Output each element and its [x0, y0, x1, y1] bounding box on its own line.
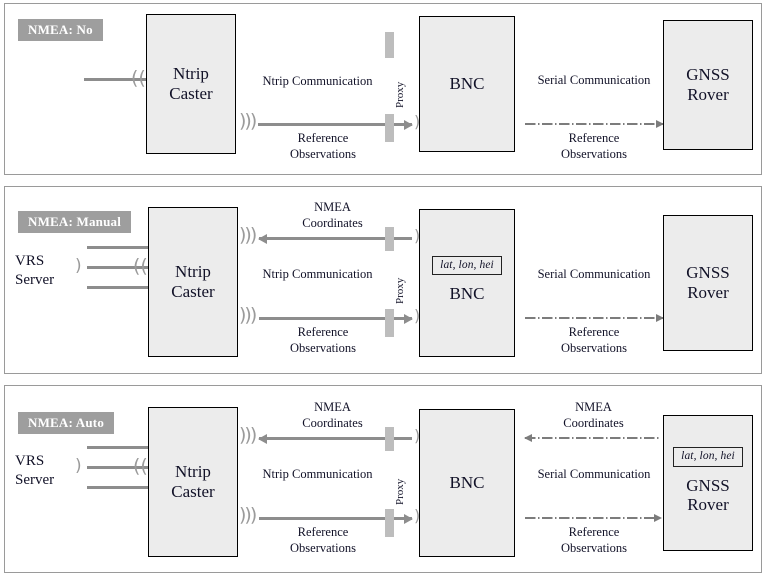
antenna-single-icon: ) [75, 256, 82, 276]
caption-reference-observations-right: Reference Observations [561, 325, 627, 355]
node-bnc: BNC [419, 16, 515, 152]
caption-ntrip-communication: Ntrip Communication [262, 267, 373, 281]
node-ntrip-caster: Ntrip Caster [146, 14, 236, 154]
proxy-label: Proxy [394, 478, 406, 505]
proxy-barrier: Proxy [385, 427, 406, 537]
node-vrs-server: VRS Server [15, 253, 55, 288]
nmea-mode-tag: NMEA: Manual [18, 211, 132, 233]
node-label: Ntrip Caster [171, 462, 215, 501]
proxy-label: Proxy [394, 81, 406, 108]
caption-reference-observations-right: Reference Observations [561, 525, 627, 555]
node-bnc: lat, lon, hei BNC [419, 209, 515, 357]
proxy-barrier: Proxy [385, 32, 406, 142]
antenna-rx-single-icon: ) [414, 112, 421, 131]
caption-nmea-coordinates-left: NMEA Coordinates [302, 400, 363, 430]
antenna-single-icon: ) [75, 456, 82, 476]
node-label: BNC [449, 74, 485, 94]
antenna-rx-single-icon: ) [414, 306, 421, 325]
node-label: BNC [449, 473, 485, 493]
caption-ntrip-communication: Ntrip Communication [262, 74, 373, 88]
node-ntrip-caster: Ntrip Caster [148, 407, 238, 557]
antenna-tx-icon-obs: ))) [239, 504, 257, 526]
antenna-single-icon: ) [414, 426, 421, 445]
caption-serial-communication: Serial Communication [537, 73, 651, 87]
node-ntrip-caster: Ntrip Caster [148, 207, 238, 357]
caption-reference-observations-left: Reference Observations [290, 131, 356, 161]
caption-reference-observations-right: Reference Observations [561, 131, 627, 161]
node-vrs-server: VRS Server [15, 453, 55, 488]
node-label: GNSS Rover [686, 475, 730, 515]
panel-nmea-auto: NMEA: Auto VRS Server ) ((( Ntrip Caster… [4, 385, 762, 573]
caption-serial-communication: Serial Communication [537, 267, 651, 281]
nmea-mode-tag: NMEA: Auto [18, 412, 115, 434]
node-gnss-rover: GNSS Rover [663, 215, 753, 351]
node-label: Ntrip Caster [171, 262, 215, 301]
caption-serial-communication: Serial Communication [537, 467, 651, 481]
node-gnss-rover: GNSS Rover [663, 20, 753, 150]
caption-nmea-coordinates-right: NMEA Coordinates [563, 400, 624, 430]
caption-reference-observations-left: Reference Observations [290, 325, 356, 355]
antenna-tx-icon-obs: ))) [239, 304, 257, 326]
panel-nmea-no: NMEA: No ((( Ntrip Caster ))) ) Ntrip Co… [4, 3, 762, 175]
antenna-tx-icon: ))) [239, 110, 257, 132]
node-bnc: BNC [419, 409, 515, 557]
antenna-tx-icon-nmea: ))) [239, 424, 257, 446]
node-label: BNC [449, 284, 485, 304]
proxy-barrier: Proxy [385, 227, 406, 337]
nmea-mode-tag: NMEA: No [18, 19, 103, 41]
antenna-tx-icon-nmea: ))) [239, 224, 257, 246]
antenna-rx-single-icon: ) [414, 506, 421, 525]
node-label: Ntrip Caster [169, 64, 213, 103]
caption-reference-observations-left: Reference Observations [290, 525, 356, 555]
panel-nmea-manual: NMEA: Manual VRS Server ) ((( Ntrip Cast… [4, 186, 762, 374]
coordinates-chip: lat, lon, hei [432, 255, 502, 276]
coordinates-chip: lat, lon, hei [673, 447, 743, 467]
proxy-label: Proxy [394, 277, 406, 304]
caption-ntrip-communication: Ntrip Communication [262, 467, 373, 481]
antenna-single-icon: ) [414, 226, 421, 245]
caption-nmea-coordinates: NMEA Coordinates [302, 200, 363, 230]
node-label: GNSS Rover [686, 65, 730, 104]
node-gnss-rover: lat, lon, hei GNSS Rover [663, 415, 753, 551]
node-label: GNSS Rover [686, 263, 730, 302]
